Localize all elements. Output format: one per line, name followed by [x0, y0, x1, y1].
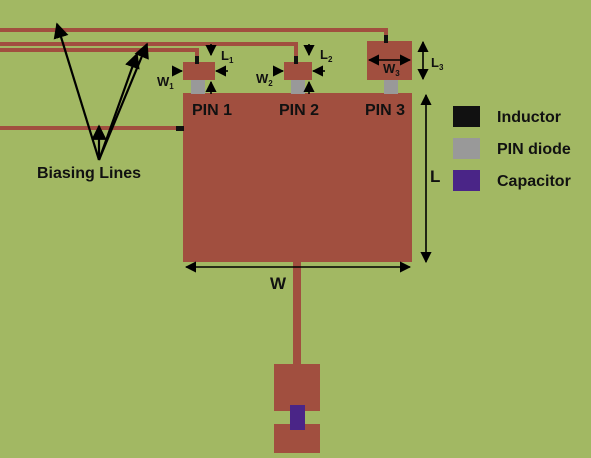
pin-diodes: [191, 80, 398, 94]
feed-pad-top: [274, 364, 320, 411]
biasing-lines-label: Biasing Lines: [37, 165, 141, 182]
dim-L-label: L: [430, 167, 440, 186]
capacitor: [290, 405, 305, 430]
dimension-arrows: [171, 40, 432, 273]
legend-label-inductor: Inductor: [497, 109, 561, 126]
bias-line-3-drop: [195, 48, 199, 62]
pin1-label: PIN 1: [192, 102, 232, 119]
legend-swatch-inductor: [453, 106, 480, 127]
W3-label: W3: [383, 61, 400, 78]
legend-label-capacitor: Capacitor: [497, 173, 571, 190]
biasing-arrows: [53, 22, 149, 161]
L1-label: L1: [221, 48, 234, 65]
pin3-label: PIN 3: [365, 102, 405, 119]
legend-swatch-pin-diode: [453, 138, 480, 159]
inductor-stub-3: [384, 35, 388, 43]
inductors: [176, 35, 388, 131]
pin-diode-1: [191, 80, 205, 94]
bias-line-1: [0, 28, 387, 32]
W2-label: W2: [256, 71, 273, 88]
inductor-stub-1: [195, 56, 199, 64]
bias-line-3: [0, 48, 199, 52]
bias-line-4: [0, 126, 184, 130]
W1-label: W1: [157, 74, 174, 91]
inductor-stub-2: [294, 56, 298, 64]
bias-line-2: [0, 42, 298, 46]
legend-label-pin-diode: PIN diode: [497, 141, 571, 158]
legend-swatch-capacitor: [453, 170, 480, 191]
dim-W-label: W: [270, 274, 287, 293]
main-patch: [183, 93, 412, 262]
inductor-patch: [176, 126, 184, 131]
pin-diode-3: [384, 80, 398, 94]
stub-2: [284, 62, 312, 80]
legend: Inductor PIN diode Capacitor: [453, 106, 571, 191]
L2-label: L2: [320, 47, 333, 64]
bias-line-1-drop: [384, 28, 388, 41]
L3-label: L3: [431, 55, 444, 72]
pin2-label: PIN 2: [279, 102, 319, 119]
bias-line-2-drop: [294, 42, 298, 62]
pin-diode-2: [291, 80, 305, 94]
feed-line: [293, 262, 301, 364]
bias-arrow-3: [97, 52, 140, 161]
stub-1: [183, 62, 215, 80]
